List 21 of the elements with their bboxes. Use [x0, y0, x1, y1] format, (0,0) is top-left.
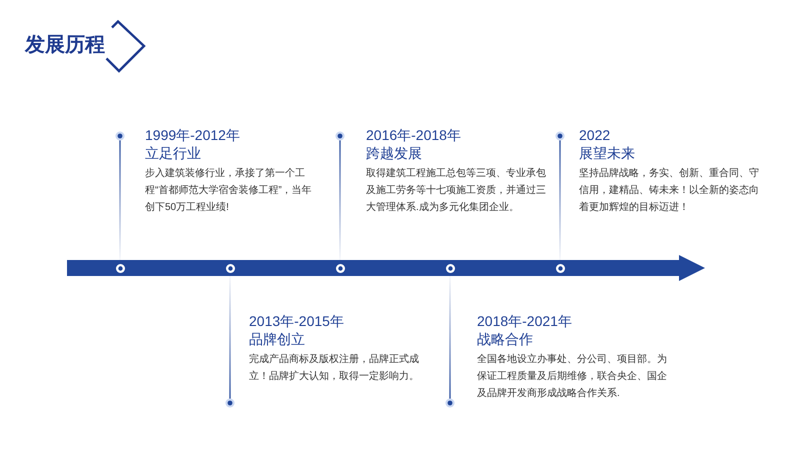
- page-title: 发展历程: [25, 33, 105, 58]
- timeline-connector: [446, 276, 454, 408]
- timeline-connector: [336, 132, 344, 260]
- period-heading: 2013年-2015年: [249, 312, 344, 330]
- milestone-title: 跨越发展: [366, 144, 422, 162]
- milestone-description: 坚持品牌战略，务实、创新、重合同、守信用，建精品、铸未来！以全新的姿态向着更加辉煌的目标迈进！: [579, 166, 760, 215]
- timeline-connector: [226, 276, 234, 408]
- milestone-description: 取得建筑工程施工总包等三项、专业承包及施工劳务等十七项施工资质，并通过三大管理体系.成为多元化集团企业。: [366, 166, 547, 215]
- period-heading: 1999年-2012年: [145, 126, 240, 144]
- milestone-title: 战略合作: [477, 330, 533, 348]
- period-heading: 2016年-2018年: [366, 126, 461, 144]
- milestone-description: 完成产品商标及版权注册，品牌正式成立！品牌扩大认知，取得一定影响力。: [249, 352, 420, 384]
- timeline-connector: [116, 132, 124, 260]
- milestone-title: 展望未来: [579, 144, 635, 162]
- milestone-title: 立足行业: [145, 144, 201, 162]
- milestone-description: 全国各地设立办事处、分公司、项目部。为保证工程质量及后期维修，联合央企、国企及品牌开发商形成战略合作关系.: [477, 352, 668, 401]
- period-heading: 2022: [579, 126, 610, 144]
- period-heading: 2018年-2021年: [477, 312, 572, 330]
- milestone-description: 步入建筑装修行业，承接了第一个工程“首都师范大学宿舍装修工程”，当年创下50万工程业绩!: [145, 166, 313, 215]
- milestone-title: 品牌创立: [249, 330, 305, 348]
- timeline-connector: [556, 132, 564, 260]
